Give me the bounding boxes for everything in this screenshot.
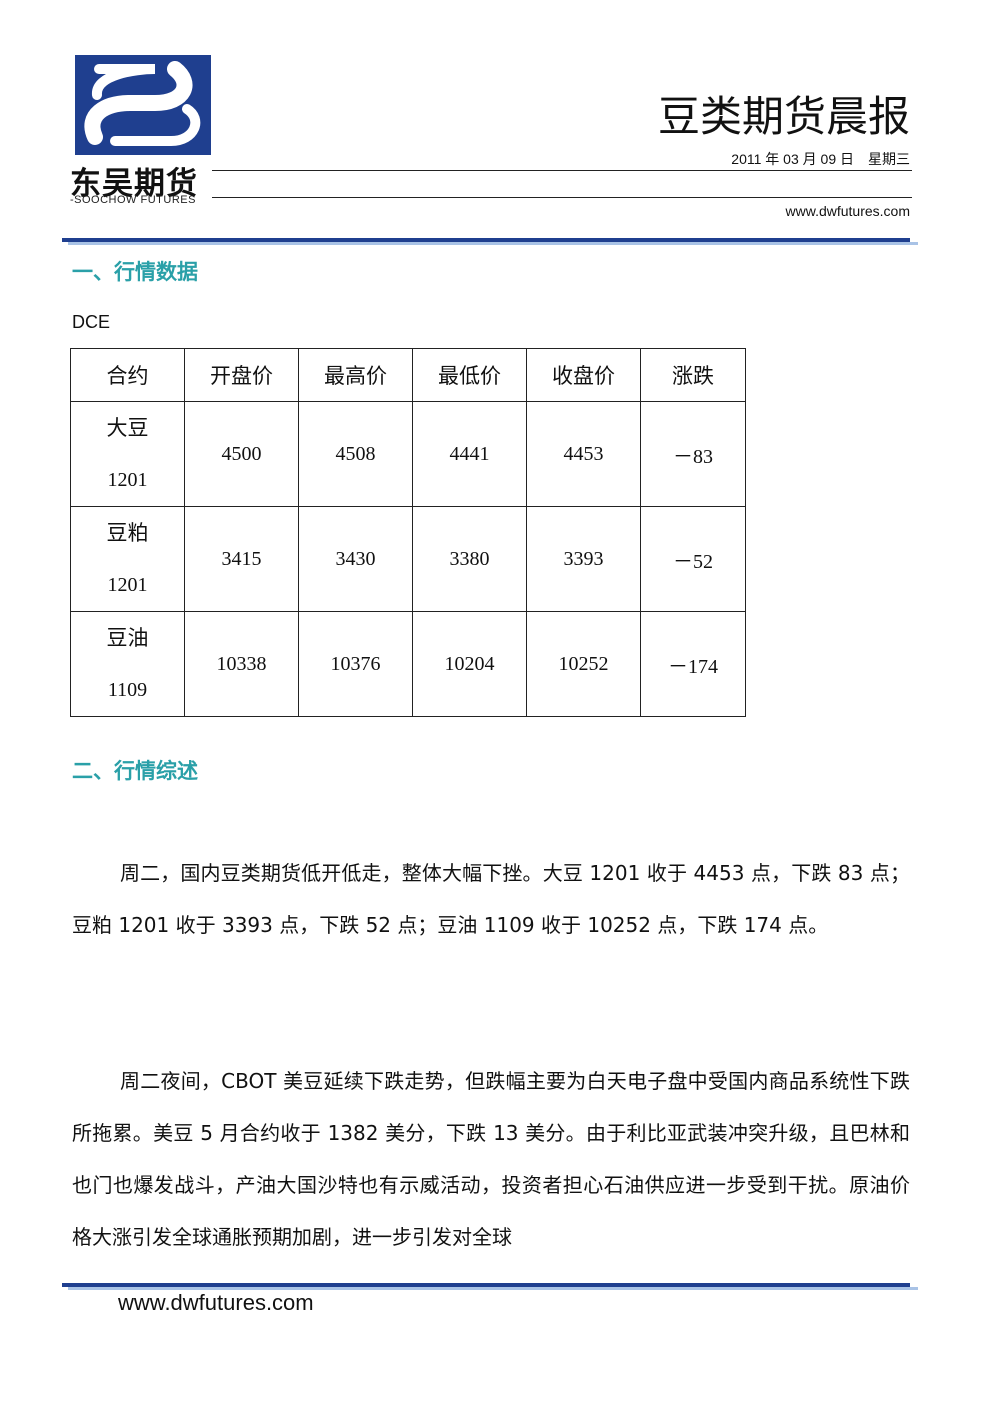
section-heading-market-data: 一、行情数据 [72,260,198,284]
close-price: 3393 [526,506,641,612]
contract-cell: 大豆 1201 [70,401,185,507]
high-price: 10376 [298,611,413,717]
review-paragraph-cbot: 周二夜间，CBOT 美豆延续下跌走势，但跌幅主要为白天电子盘中受国内商品系统性下… [72,1069,910,1249]
col-header-open: 开盘价 [184,348,299,402]
col-header-high: 最高价 [298,348,413,402]
table-header-row: 合约 开盘价 最高价 最低价 收盘价 涨跌 [70,348,746,402]
footer-website: www.dwfutures.com [118,1290,314,1315]
price-change: －174 [640,611,746,717]
contract-code: 1109 [107,679,148,701]
report-weekday: 星期三 [868,151,910,167]
footer-divider-band [62,1283,918,1290]
low-price: 10204 [412,611,527,717]
table-row: 大豆 1201 4500 4508 4441 4453 －83 [70,401,746,507]
soochow-logo-icon [75,55,211,155]
header-rule-top [212,170,912,171]
open-price: 4500 [184,401,299,507]
price-change: －83 [640,401,746,507]
col-header-change: 涨跌 [640,348,746,402]
header-website: www.dwfutures.com [785,203,910,219]
review-paragraph-domestic: 周二，国内豆类期货低开低走，整体大幅下挫。大豆 1201 收于 4453 点，下… [72,861,910,937]
open-price: 10338 [184,611,299,717]
section-heading-market-review: 二、行情综述 [72,759,198,783]
logo-english-name: -SOOCHOW FUTURES [70,194,196,206]
table-row: 豆粕 1201 3415 3430 3380 3393 －52 [70,506,746,612]
contract-name: 豆油 [106,626,149,650]
close-price: 10252 [526,611,641,717]
price-table: 合约 开盘价 最高价 最低价 收盘价 涨跌 大豆 1201 4500 4508 … [70,348,746,717]
contract-name: 大豆 [106,416,149,440]
high-price: 3430 [298,506,413,612]
open-price: 3415 [184,506,299,612]
contract-cell: 豆粕 1201 [70,506,185,612]
price-change: －52 [640,506,746,612]
company-logo: 东吴期货 -SOOCHOW FUTURES [70,55,215,206]
contract-cell: 豆油 1109 [70,611,185,717]
header-rule-bottom [212,197,912,198]
exchange-label: DCE [72,312,111,332]
col-header-contract: 合约 [70,348,185,402]
low-price: 3380 [412,506,527,612]
col-header-close: 收盘价 [526,348,641,402]
low-price: 4441 [412,401,527,507]
contract-code: 1201 [107,574,148,596]
report-date: 2011 年 03 月 09 日 [731,151,854,167]
table-row: 豆油 1109 10338 10376 10204 10252 －174 [70,611,746,717]
contract-name: 豆粕 [106,521,149,545]
close-price: 4453 [526,401,641,507]
col-header-low: 最低价 [412,348,527,402]
logo-chinese-name: 东吴期货 [70,166,198,202]
contract-code: 1201 [107,469,148,491]
report-date-line: 2011 年 03 月 09 日星期三 [731,149,910,169]
report-title: 豆类期货晨报 [657,92,910,141]
high-price: 4508 [298,401,413,507]
header-divider-band [62,238,918,245]
